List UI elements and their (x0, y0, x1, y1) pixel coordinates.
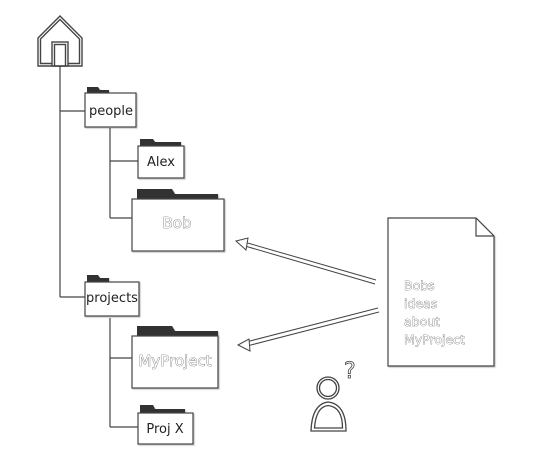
arrow-to-bob (234, 237, 377, 285)
folder-bob[interactable]: Bob (131, 189, 225, 252)
note-line-4: MyProject (404, 332, 465, 347)
folder-label-myproject: MyProject (138, 352, 211, 370)
user-question-icon: ? (310, 359, 356, 432)
tree-connectors (59, 66, 138, 428)
question-mark: ? (344, 359, 356, 384)
folder-people[interactable]: people (84, 87, 137, 128)
note-line-1: Bobs (404, 278, 435, 293)
folder-alex[interactable]: Alex (137, 139, 185, 179)
folder-projects[interactable]: projects (84, 275, 140, 317)
folder-label-people: people (89, 104, 133, 119)
note-document[interactable]: Bobs ideas about MyProject (387, 217, 495, 367)
folder-projx[interactable]: Proj X (137, 405, 194, 445)
arrow-to-myproject (236, 307, 380, 352)
note-line-2: ideas (404, 296, 437, 311)
home-icon[interactable] (37, 15, 83, 67)
note-line-3: about (404, 314, 440, 329)
folder-label-alex: Alex (147, 155, 175, 170)
folder-label-bob: Bob (163, 214, 192, 232)
folder-myproject[interactable]: MyProject (131, 326, 219, 389)
folder-label-projx: Proj X (146, 422, 183, 437)
folder-label-projects: projects (86, 291, 138, 306)
